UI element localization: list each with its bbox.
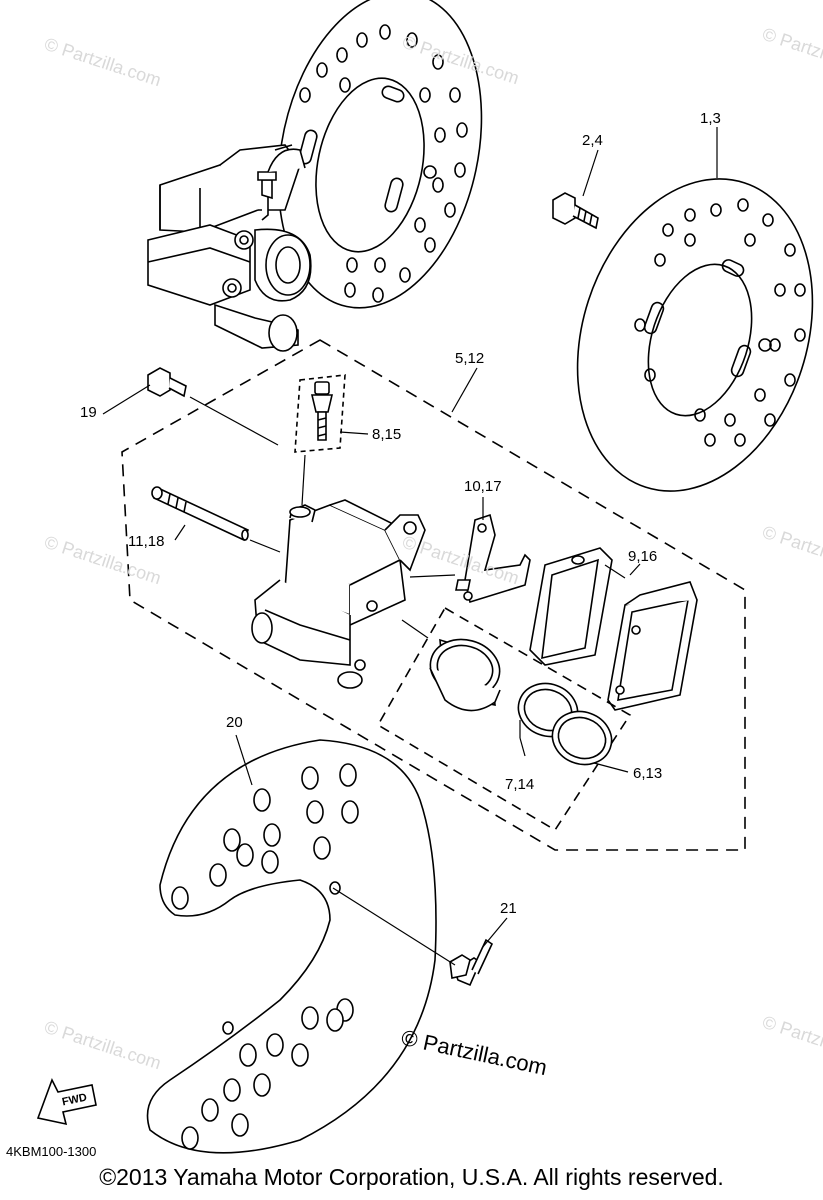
callout-5-12: 5,12	[455, 350, 485, 367]
callout-2-4: 2,4	[582, 132, 603, 149]
brake-pads	[530, 548, 697, 710]
callout-7-14: 7,14	[505, 776, 535, 793]
callout-19: 19	[80, 404, 97, 421]
forward-arrow-icon	[38, 1080, 96, 1124]
caliper-kit-boundary	[122, 340, 745, 850]
disc-guard	[148, 740, 437, 1153]
piston	[424, 632, 506, 711]
diagram-code: 4KBM100-1300	[6, 1144, 97, 1159]
caliper-bolt	[148, 368, 186, 396]
callout-11-18: 11,18	[128, 533, 165, 550]
callout-9-16: 9,16	[628, 548, 658, 565]
pad-support	[456, 515, 530, 602]
guard-bolt	[450, 940, 492, 985]
callout-10-17: 10,17	[464, 478, 502, 495]
caliper-pin	[152, 487, 248, 540]
callout-1-3: 1,3	[700, 110, 721, 127]
copyright-notice: ©2013 Yamaha Motor Corporation, U.S.A. A…	[99, 1164, 724, 1190]
piston-seals	[511, 675, 619, 772]
brake-disc-assembled	[251, 0, 509, 327]
disc-bolt	[553, 193, 598, 228]
leader-lines	[103, 127, 717, 965]
caliper-assembled	[148, 145, 311, 351]
callout-6-13: 6,13	[633, 765, 663, 782]
brake-disc-separate	[539, 148, 823, 522]
piston-seal-boundary	[378, 608, 630, 830]
callout-8-15: 8,15	[372, 426, 402, 443]
callout-21: 21	[500, 900, 517, 917]
caliper-body	[252, 500, 425, 688]
callout-20: 20	[226, 714, 243, 731]
bleed-screw	[295, 375, 345, 452]
